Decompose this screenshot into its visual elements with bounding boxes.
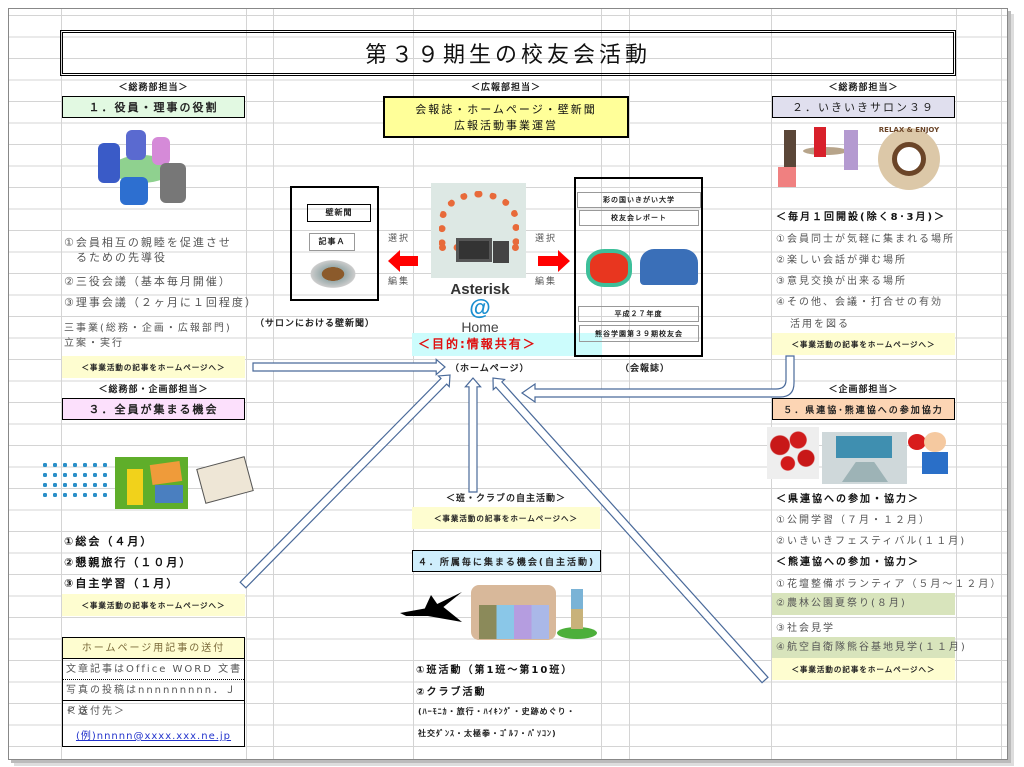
dept-label: ＜広報部担当＞ [470, 83, 541, 93]
magazine-label: （会報誌） [620, 364, 671, 374]
edit-label: 編集 [535, 277, 558, 287]
club-item: 社交ﾀﾞﾝｽ・太極拳・ｺﾞﾙﾌ・ﾊﾟｿｺﾝ) [418, 729, 557, 738]
gathering-item: ②懇親旅行（１０月） [64, 556, 193, 569]
role-item: ③理事会議（２ヶ月に１回程度） [64, 296, 258, 309]
wall-title: 壁新聞 [307, 204, 371, 222]
logo-asterisk: Asterisk [450, 281, 510, 298]
prefecture-heading: ＜県連協への参加・協力＞ [776, 494, 920, 505]
pr-box: 会報誌・ホームページ・壁新聞 広報活動事業運営 [383, 96, 629, 138]
select-label: 選択 [535, 234, 558, 244]
gathering-item: ①総会（４月） [64, 535, 154, 548]
gathering-item: ③自主学習（１月） [64, 577, 180, 590]
edit-label: 編集 [388, 277, 411, 287]
tulips-image [767, 427, 819, 479]
salon-item: ②楽しい会話が弾む場所 [776, 255, 907, 266]
homepage-label: （ホームページ） [450, 364, 530, 374]
send-table-header: ホームページ用記事の送付 [63, 638, 244, 659]
send-table-row: 文章記事はOffice WORD 文書 [63, 659, 244, 680]
magazine-year: 平成２７年度 [578, 306, 699, 322]
dept-label: ＜総務部担当＞ [118, 83, 189, 93]
digital-devices-image [431, 183, 526, 278]
kumagaya-item: ②農林公園夏祭り(８月) [772, 593, 955, 615]
role-item: ①会員相互の親睦を促進させ [64, 236, 232, 249]
homepage-note: ＜事業活動の記事をホームページへ＞ [62, 356, 245, 378]
wall-article: 記事Ａ [309, 233, 355, 251]
section-1-header: １．役員・理事の役割 [62, 96, 245, 118]
send-table-row: 写真の投稿はnnnnnnnnn．ＪＰＧ [63, 680, 244, 717]
cafe-ladies-image [778, 125, 868, 187]
club-item: ②クラブ活動 [416, 687, 487, 698]
club-item: ①班活動（第1班～第10班） [416, 665, 574, 676]
coffee-logo-text: RELAX & ENJOY [878, 126, 940, 134]
section-5-header: ５．県連協･熊連協への参加協力 [772, 398, 955, 420]
salon-item: ①会員同士が気軽に集まれる場所 [776, 234, 955, 245]
page-title: 第３９期生の校友会活動 [60, 30, 956, 76]
magazine-subtitle: 校友会レポート [579, 210, 699, 226]
group-people-image [471, 585, 556, 640]
arrow-section4-to-homepage [464, 377, 482, 493]
magazine-title: 彩の国いきがい大学 [577, 192, 701, 208]
kumagaya-item: ①花壇整備ボランティア（５月～１２月） [776, 579, 1003, 590]
send-article-table: ホームページ用記事の送付 文章記事はOffice WORD 文書 写真の投稿はn… [62, 637, 245, 747]
prefecture-item: ①公開学習（７月・１２月） [776, 515, 931, 526]
festival-icon [586, 249, 632, 287]
send-table-row: ＜送付先＞ [66, 706, 126, 717]
homepage-note: ＜事業活動の記事をホームページへ＞ [772, 658, 955, 680]
dept-label: ＜総務部担当＞ [828, 83, 899, 93]
role-item: るための先導役 [76, 251, 167, 264]
festival-mascot-image [908, 430, 958, 486]
section-4-header: ４．所属毎に集まる機会(自主活動) [412, 550, 601, 572]
red-arrow-right-icon [538, 250, 570, 272]
photographer-image [115, 457, 188, 509]
kumagaya-item: ④航空自衛隊熊谷基地見学(１１月) [772, 637, 965, 659]
logo-home: Home [461, 319, 499, 335]
bus-icon [640, 249, 698, 285]
select-label: 選択 [388, 234, 411, 244]
dept-label: ＜企画部担当＞ [828, 385, 899, 395]
arrow-section5-to-homepage [492, 377, 769, 684]
prefecture-item: ②いきいきフェスティバル(１１月) [776, 536, 967, 547]
role-item: 三事業(総務・企画・広報部門) [64, 323, 232, 334]
pr-line: 広報活動事業運営 [454, 119, 558, 132]
pr-line: 会報誌・ホームページ・壁新聞 [415, 103, 597, 116]
conference-image [822, 432, 907, 484]
wall-caption: （サロンにおける壁新聞） [255, 319, 376, 329]
red-arrow-left-icon [388, 250, 418, 272]
coffee-logo: RELAX & ENJOY [878, 126, 940, 190]
salon-item: 活用を図る [790, 319, 850, 330]
golfer-image [557, 575, 599, 640]
arrow-section1-to-homepage [252, 358, 446, 376]
wall-newspaper-box: 壁新聞 記事Ａ [290, 186, 379, 301]
logo-at: @ [469, 295, 491, 320]
kumagaya-heading: ＜熊連協への参加・協力＞ [776, 557, 920, 568]
dept-label: ＜総務部・企画部担当＞ [98, 385, 209, 395]
crowd-icon [40, 460, 110, 500]
role-item: ②三役会議（基本毎月開催） [64, 275, 232, 288]
magazine-org: 熊谷学園第３９期校友会 [579, 325, 699, 342]
club-item: (ﾊｰﾓﾆｶ・旅行・ﾊｲｷﾝｸﾞ・史跡めぐり・ [418, 707, 576, 716]
homepage-note: ＜事業活動の記事をホームページへ＞ [412, 507, 600, 529]
email-link[interactable]: (例)nnnnn@xxxx.xxx.ne.jp [75, 731, 232, 742]
role-item: 立案・実行 [64, 338, 124, 349]
salon-schedule: ＜毎月１回開設(除く8･3月)＞ [776, 212, 947, 223]
meeting-illustration [90, 125, 190, 205]
section-3-header: ３．全員が集まる機会 [62, 398, 245, 420]
salon-item: ③意見交換が出来る場所 [776, 276, 907, 287]
salon-item: ④その他、会議・打合せの有効 [776, 297, 943, 308]
arrow-section3-to-homepage [239, 374, 451, 589]
club-header: ＜班・クラブの自主活動＞ [445, 494, 566, 504]
arrow-section2-to-homepage [520, 355, 795, 404]
kumagaya-item: ③社会見学 [776, 623, 835, 634]
magazine-box: 彩の国いきがい大学 校友会レポート 平成２７年度 熊谷学園第３９期校友会 [574, 177, 703, 357]
purpose-banner: ＜目的:情報共有＞ [412, 333, 602, 356]
meeting-people-icon [307, 258, 359, 290]
homepage-note: ＜事業活動の記事をホームページへ＞ [772, 333, 955, 355]
section-2-header: ２．いきいきサロン３９ [772, 96, 955, 118]
homepage-note: ＜事業活動の記事をホームページへ＞ [62, 594, 245, 616]
